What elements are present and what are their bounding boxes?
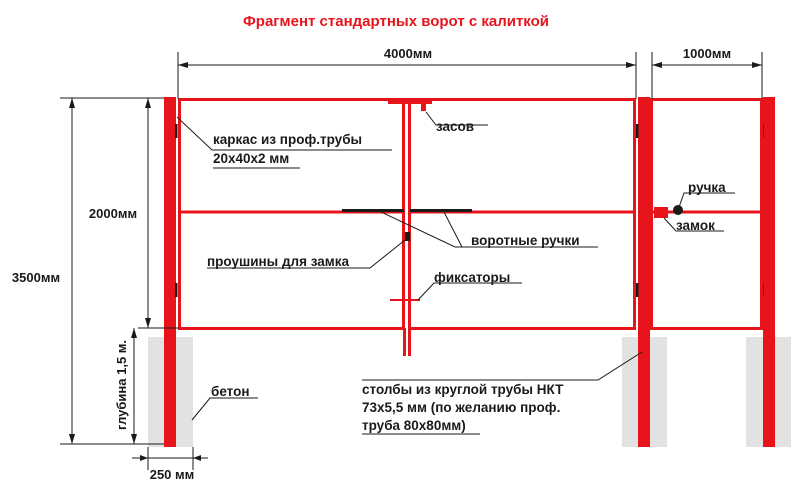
wicket-width-label: 1000мм [683,46,731,61]
arrowhead [193,455,201,461]
label-concrete: бетон [211,384,250,399]
label-underlines [213,167,480,435]
bolt-bar [388,98,432,104]
total-height-label: 3500мм [12,270,60,285]
gate-leaf-left [178,98,405,330]
leader-eyelets [207,239,406,269]
label-bolt: засов [436,119,474,134]
label-frame-2: 20х40х2 мм [213,151,289,166]
bolt [388,98,432,111]
label-lock: замок [676,218,715,233]
label-posts-1: столбы из круглой трубы НКТ [362,382,564,397]
label-posts-3: труба 80х80мм) [362,418,466,433]
label-latches: фиксаторы [434,270,510,285]
label-lock-eyelets: проушины для замка [207,254,350,269]
arrowheads [69,62,762,461]
post-width-label: 250 мм [150,467,195,482]
label-frame-1: каркас из проф.трубы [213,132,362,147]
label-gate-handles: воротные ручки [471,233,580,248]
leader-frame [176,116,392,151]
post-right [763,97,775,447]
arrowhead [752,62,762,68]
hinge [636,283,639,297]
dimension-lines [60,52,763,470]
post-middle [638,97,650,447]
leader-handle [677,192,735,211]
gate-width-label: 4000мм [384,46,432,61]
leader-bolt [425,111,488,126]
post-left [164,97,176,447]
leader-lock [663,217,724,232]
leader-latches [417,282,522,301]
arrowhead [69,434,75,444]
arrowhead [178,62,188,68]
hinge [636,124,639,138]
bolt-knob [421,98,426,111]
leader-posts [362,351,643,381]
arrowhead [131,434,137,444]
label-handle: ручка [688,180,726,195]
gate-leaf-right [408,98,636,330]
gate-height-label: 2000мм [89,206,137,221]
gate-frame [178,98,763,356]
gate-handle [342,209,404,212]
wicket-lock [654,207,668,218]
depth-label: глубина 1,5 м. [114,340,129,430]
gate-handles [342,209,472,212]
arrowhead [652,62,662,68]
wicket-frame [650,98,763,330]
leader-gate-handles [443,211,463,248]
arrowhead [626,62,636,68]
lock-eyelets [405,232,410,241]
arrowhead [145,98,151,108]
arrowhead [140,455,148,461]
arrowhead [145,318,151,328]
posts [164,97,775,447]
arrowhead [69,98,75,108]
leader-lines [176,111,735,421]
hinge [175,124,178,138]
label-posts-2: 73х5,5 мм (по желанию проф. [362,400,560,415]
leader-concrete [191,397,258,421]
diagram-title: Фрагмент стандартных ворот с калиткой [243,13,549,30]
arrowhead [131,328,137,338]
leader-gate-handles [380,211,598,248]
hinge [175,283,178,297]
gate-handle [410,209,472,212]
